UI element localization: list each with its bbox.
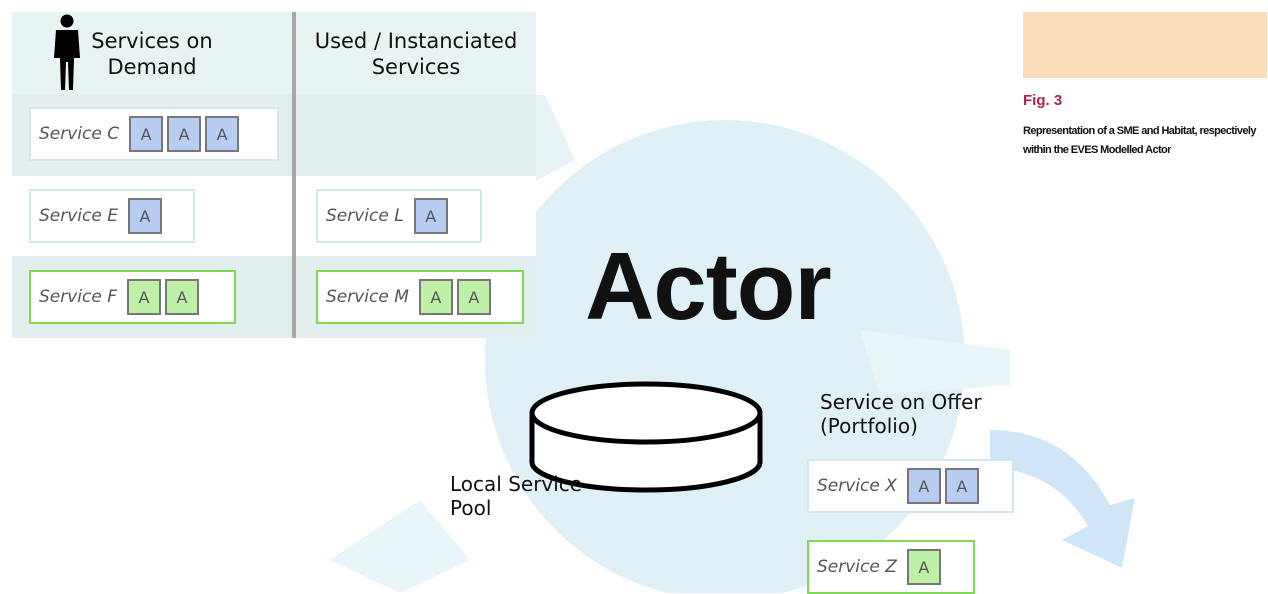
actor-title: Actor [585,233,832,340]
agent-box: A [944,468,979,504]
service-label: Service X [817,476,897,496]
service-x-box[interactable]: Service X A A [807,459,1014,513]
service-c-box[interactable]: Service C A A A [29,107,279,161]
person-icon [54,14,80,90]
local-service-pool-label: Local Service Pool [450,472,583,520]
agent-box: A [418,279,453,315]
agent-box: A [906,468,941,504]
service-label: Service C [39,124,120,144]
agent-box: A [127,279,162,315]
database-icon [529,381,763,493]
service-label: Service Z [817,557,897,577]
column-divider [292,12,296,338]
agent-box: A [205,116,240,152]
agent-box: A [127,198,162,234]
service-m-box[interactable]: Service M A A [316,270,524,324]
agent-box: A [167,116,202,152]
service-l-box[interactable]: Service L A [316,189,482,243]
service-z-box[interactable]: Service Z A [807,540,975,594]
agent-box: A [413,198,448,234]
agent-box: A [165,279,200,315]
agent-box: A [456,279,491,315]
service-label: Service E [39,206,118,226]
header-used-instanciated-services: Used / Instanciated Services [314,29,518,79]
service-label: Service L [326,206,404,226]
agent-box: A [906,549,941,585]
flow-arrow-icon [990,430,1135,568]
header-services-on-demand: Services on Demand [91,29,213,79]
color-swatch [1023,12,1267,78]
service-e-box[interactable]: Service E A [29,189,195,243]
service-label: Service F [39,287,118,307]
figure-caption: Representation of a SME and Habitat, res… [1023,125,1256,156]
header-band [12,12,536,94]
agent-box: A [129,116,164,152]
service-label: Service M [326,287,409,307]
figure-number: Fig. 3 [1023,92,1063,109]
service-on-offer-title: Service on Offer (Portfolio) [820,390,982,438]
service-f-box[interactable]: Service F A A [29,270,236,324]
